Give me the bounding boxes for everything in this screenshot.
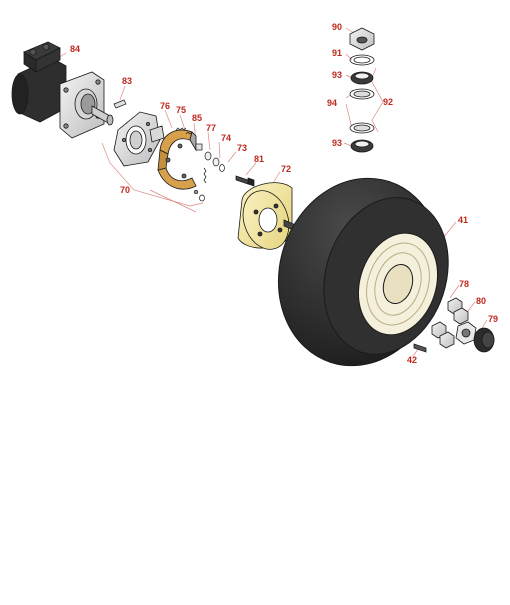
callout-93-upper: 93 bbox=[332, 70, 343, 80]
callout-75: 75 bbox=[176, 105, 187, 115]
callout-92: 92 bbox=[383, 97, 394, 107]
hydraulic-motor bbox=[11, 41, 114, 139]
callout-79: 79 bbox=[488, 314, 499, 324]
callout-73: 73 bbox=[237, 143, 248, 153]
callout-80: 80 bbox=[476, 296, 487, 306]
brake-shoes bbox=[157, 129, 197, 190]
callout-42: 42 bbox=[407, 355, 418, 365]
callout-90: 90 bbox=[332, 22, 343, 32]
callout-74: 74 bbox=[221, 133, 232, 143]
callout-78: 78 bbox=[459, 279, 470, 289]
callout-77: 77 bbox=[206, 123, 217, 133]
callout-84: 84 bbox=[70, 44, 81, 54]
lug-hardware bbox=[413, 297, 495, 353]
callout-94: 94 bbox=[327, 98, 338, 108]
callout-70: 70 bbox=[120, 185, 131, 195]
callout-76: 76 bbox=[160, 101, 171, 111]
tire-assembly bbox=[277, 177, 449, 367]
key-part bbox=[113, 99, 127, 109]
callout-81: 81 bbox=[254, 154, 265, 164]
callout-93-lower: 93 bbox=[332, 138, 343, 148]
bearing-stack bbox=[349, 27, 375, 153]
callout-72: 72 bbox=[281, 164, 292, 174]
callout-83: 83 bbox=[122, 76, 133, 86]
springs-hardware bbox=[175, 127, 225, 202]
stud-bolts bbox=[235, 175, 255, 187]
backing-plate bbox=[113, 111, 165, 167]
callout-41: 41 bbox=[458, 215, 469, 225]
callout-91: 91 bbox=[332, 48, 343, 58]
callout-85: 85 bbox=[192, 113, 203, 123]
wheel-hub bbox=[237, 182, 299, 250]
